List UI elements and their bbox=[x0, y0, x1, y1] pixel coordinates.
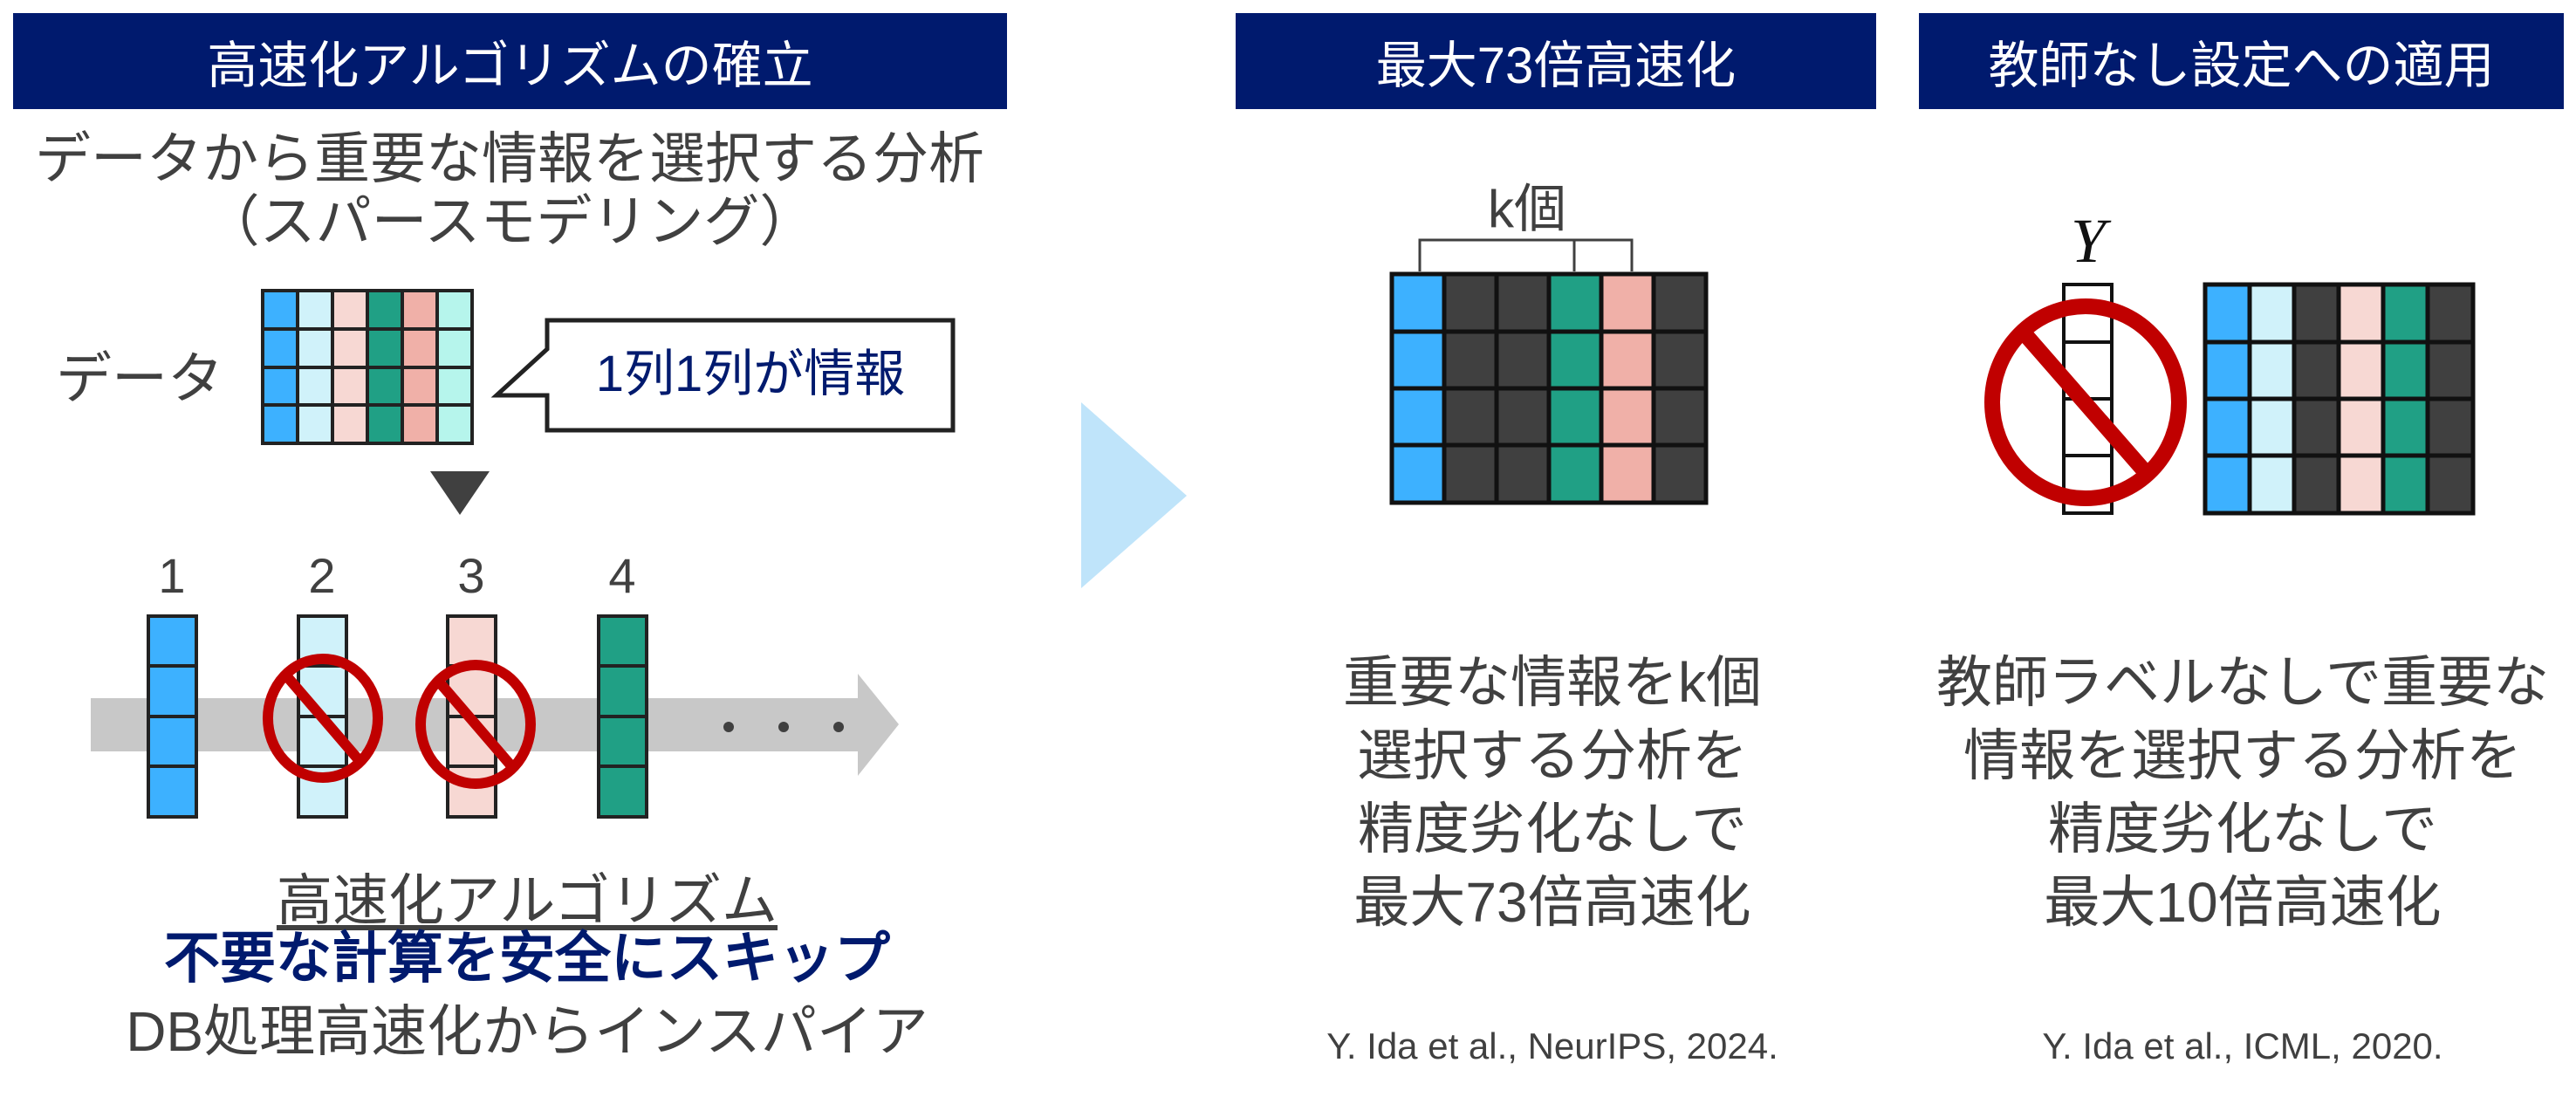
right-desc-line: 最大10倍高速化 bbox=[2044, 871, 2442, 934]
right-desc-line: 精度劣化なしで bbox=[2047, 798, 2438, 860]
unsupervised-matrix bbox=[2203, 282, 2476, 516]
callout-bubble bbox=[490, 318, 956, 433]
k-label: k個 bbox=[1488, 180, 1566, 238]
header-speedup: 最大73倍高速化 bbox=[1236, 13, 1876, 109]
right-citation: Y. Ida et al., ICML, 2020. bbox=[2042, 1025, 2443, 1066]
algorithm-label: 高速化アルゴリズム bbox=[276, 869, 778, 932]
column-1 bbox=[147, 614, 198, 819]
callout-text: 1列1列が情報 bbox=[595, 346, 906, 402]
middle-desc-line: 重要な情報をk個 bbox=[1343, 651, 1762, 714]
header-unsupervised: 教師なし設定への適用 bbox=[1919, 13, 2564, 109]
column-number: 3 bbox=[457, 548, 485, 603]
prohibit-icon bbox=[263, 654, 383, 783]
skip-text: 不要な計算を安全にスキップ bbox=[164, 927, 890, 990]
right-desc-line: 教師ラベルなしで重要な bbox=[1935, 651, 2550, 714]
column-number: 2 bbox=[308, 548, 336, 603]
middle-desc-line: 最大73倍高速化 bbox=[1353, 871, 1751, 934]
inspire-text: DB処理高速化からインスパイア bbox=[126, 1000, 928, 1063]
prohibit-icon bbox=[415, 660, 536, 789]
header-algorithm: 高速化アルゴリズムの確立 bbox=[13, 13, 1007, 109]
down-triangle-icon bbox=[430, 471, 490, 515]
k-bracket bbox=[1418, 238, 1634, 271]
data-matrix bbox=[261, 289, 474, 445]
next-chevron-icon bbox=[1081, 402, 1187, 588]
middle-citation: Y. Ida et al., NeurIPS, 2024. bbox=[1326, 1025, 1778, 1066]
selected-matrix bbox=[1389, 271, 1709, 505]
column-number: 4 bbox=[608, 548, 636, 603]
data-label: データ bbox=[56, 347, 223, 410]
subtitle-line-2: （スパースモデリング） bbox=[203, 190, 816, 253]
column-4 bbox=[597, 614, 648, 819]
column-number: 1 bbox=[158, 548, 186, 603]
subtitle-line-1: データから重要な情報を選択する分析 bbox=[35, 127, 984, 190]
middle-desc-line: 選択する分析を bbox=[1357, 724, 1748, 787]
y-label: Y bbox=[2070, 206, 2107, 276]
prohibit-icon bbox=[1984, 298, 2187, 506]
middle-desc-line: 精度劣化なしで bbox=[1357, 798, 1748, 860]
right-desc-line: 情報を選択する分析を bbox=[1963, 724, 2522, 787]
ellipsis-dots bbox=[723, 722, 844, 732]
